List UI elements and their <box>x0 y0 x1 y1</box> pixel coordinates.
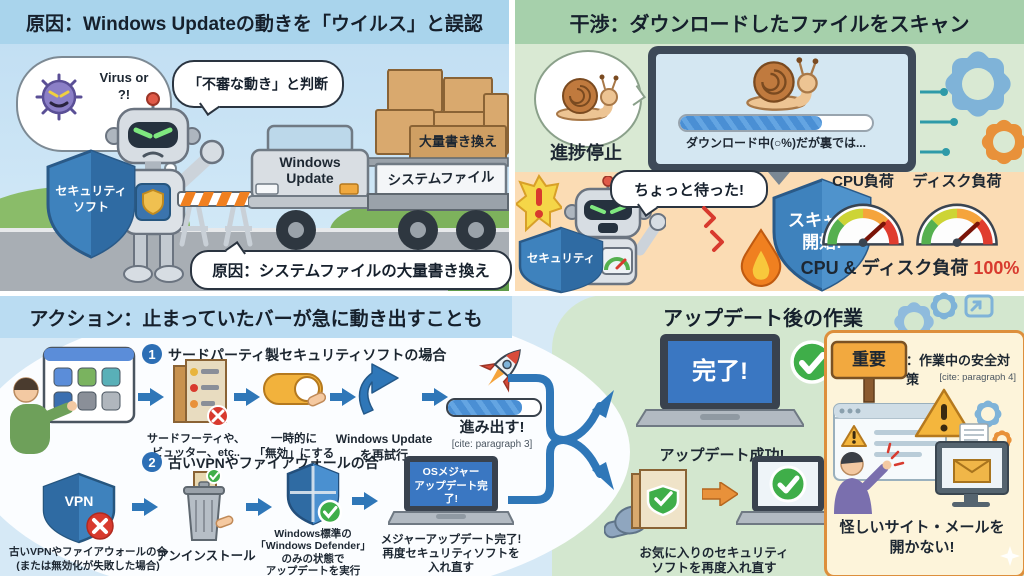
q4-header: アップデート後の作業 <box>628 298 898 334</box>
q3-header: アクション：止まっていたバーが急に動き出すことも <box>0 296 512 338</box>
orange-arrow-icon <box>702 482 738 506</box>
impact-marks-icon <box>702 206 724 252</box>
rocket-icon <box>478 349 521 393</box>
defender-caption: Windows標準の 「Windows Defender」 のみの状態で アップ… <box>255 528 371 576</box>
separator-vertical <box>509 0 515 291</box>
snail-caption: 進捗停止 <box>550 143 622 163</box>
speech-bubble-judge-text: 「不審な動き」と判断 <box>188 76 328 92</box>
restart-progress-bar <box>446 398 542 417</box>
barricade-icon <box>177 191 257 247</box>
load-summary: CPU & ディスク負荷 100% <box>796 257 1024 280</box>
gears-circuit-decoration <box>920 51 1024 165</box>
arrow-right-icon <box>234 388 260 406</box>
windows-update-truck: Windows Update 大量書き換え システムファイル <box>247 66 510 258</box>
cpu-gauge-icon <box>822 203 904 247</box>
download-progress-bar <box>678 114 874 132</box>
security-shield-icon <box>46 149 136 259</box>
truck-icon <box>247 69 509 250</box>
laptop-icon <box>634 334 806 427</box>
vpn-shield-label: VPN <box>64 493 94 509</box>
q1-header: 原因：Windows Updateの動きを「ウイルス」と誤認 <box>0 0 509 44</box>
progress-cite: [cite: paragraph 3] <box>451 439 533 450</box>
danger-illustration <box>833 388 1012 514</box>
q1-road-edge <box>0 228 512 232</box>
security-shield-label: セキュリティ ソフト <box>55 184 127 214</box>
antivirus-box-caption: サードフーティや、 ビュッター、etc.. <box>146 433 245 460</box>
arrow-right-icon <box>330 388 356 406</box>
user-tablet-icon <box>10 346 136 454</box>
snail-icon-large <box>746 57 819 111</box>
sparkle-decoration <box>1000 546 1020 566</box>
uninstall-trash-icon <box>183 470 234 541</box>
step2-number-badge: 2 <box>142 452 162 472</box>
arrow-right-icon <box>138 388 164 406</box>
q1-caption-bubble: 原因：システムファイルの大量書き換え <box>190 250 512 290</box>
load-summary-prefix: CPU & ディスク負荷 <box>800 258 974 278</box>
q2-header-text: 干渉：ダウンロードしたファイルをスキャン <box>569 13 970 36</box>
separator-horizontal <box>0 291 1024 296</box>
q1-header-text: 原因：Windows Updateの動きを「ウイルス」と誤認 <box>26 13 483 35</box>
success-laptop: 完了! <box>634 334 806 444</box>
q3-header-text: アクション：止まっていたバーが急に動き出すことも <box>29 308 483 330</box>
download-monitor: ダウンロード中(○%)だが裏では... <box>648 46 916 172</box>
thought-text: Virus or ?! <box>99 70 149 102</box>
gauge-disk-label: ディスク負荷 <box>912 173 1002 190</box>
toggle-off-icon <box>263 373 326 407</box>
reinstall-box-hand-icon <box>604 469 687 539</box>
q2-header: 干渉：ダウンロードしたファイルをスキャン <box>515 0 1024 44</box>
download-progress-fill <box>680 116 823 130</box>
arrow-right-icon <box>352 492 378 510</box>
load-summary-value: 100% <box>973 258 1020 278</box>
merge-bracket-arrows <box>508 374 614 504</box>
speech-bubble-judge: 「不審な動き」と判断 <box>172 60 344 108</box>
speech-bubble-wait-text: ちょっと待った! <box>634 181 744 199</box>
truck-cab-label: Windows Update <box>279 154 341 187</box>
antivirus-box-icon <box>173 359 229 427</box>
virus-icon <box>35 73 83 121</box>
monitor-status-text: ダウンロード中(○%)だが裏では... <box>686 136 866 150</box>
alert-burst-icon <box>516 174 562 233</box>
uninstall-caption: アンインストール <box>156 549 256 563</box>
checked-laptop-icon <box>736 456 836 525</box>
panel-cite: [cite: paragraph 4] <box>939 372 1016 383</box>
speech-bubble-wait: ちょっと待った! <box>610 170 768 208</box>
disk-gauge-icon <box>916 203 998 247</box>
retry-caption: Windows Update を再試行 <box>335 432 433 462</box>
vpn-caption: 古いVPNやファイアウォールの合 (または無効化が失敗した場合) <box>8 546 168 572</box>
os-update-laptop: OSメジャー アップデート完了! <box>386 456 516 534</box>
vpn-shield-icon <box>42 472 116 544</box>
q4-header-text: アップデート後の作業 <box>663 307 863 330</box>
row1-title: サードパーティ製セキュリティソフトの場合 <box>168 347 447 363</box>
os-update-laptop-screen-text: OSメジャー アップデート完了! <box>414 466 488 506</box>
defender-shield-icon <box>286 462 342 526</box>
arrow-right-icon <box>132 498 158 516</box>
arrow-right-icon <box>246 498 272 516</box>
panel-title: ：作業中の安全対策 <box>906 353 1011 387</box>
check-circle-icon <box>790 340 834 384</box>
fire-icon <box>740 228 782 287</box>
sign-icon <box>830 340 908 403</box>
robot-shield-icon <box>518 226 604 294</box>
progress-caption: 進み出す! <box>459 419 525 436</box>
reinstall-caption: お気に入りのセキュリティ ソフトを再度入れ直す <box>639 546 789 575</box>
row2-title: 古いVPNやファイアウォールの合 <box>168 455 379 471</box>
success-laptop-screen-text: 完了! <box>692 358 748 385</box>
panel-caption: 怪しいサイト・メールを 開かない! <box>839 519 1005 556</box>
truck-box-label: 大量書き換え <box>418 134 497 149</box>
arrow-right-icon <box>422 388 448 406</box>
retry-arrow-icon <box>358 363 399 415</box>
important-sign-text: 重要 <box>852 350 886 369</box>
step1-number-badge: 1 <box>142 344 162 364</box>
q1-caption-text: 原因：システムファイルの大量書き換え <box>212 263 490 280</box>
gauge-cpu-label: CPU負荷 <box>832 173 894 190</box>
monitor-pointer <box>768 172 790 185</box>
robot-shield-label: セキュリティ <box>526 253 596 265</box>
important-sign: 重要 <box>830 340 910 406</box>
major-update-caption: メジャーアップデート完了! 再度セキュリティソフトを 入れ直す <box>380 534 522 574</box>
restart-progress-fill <box>448 400 522 415</box>
snail-icon <box>556 74 619 121</box>
toggle-caption: 一時的に 「無効」にする <box>253 433 335 460</box>
